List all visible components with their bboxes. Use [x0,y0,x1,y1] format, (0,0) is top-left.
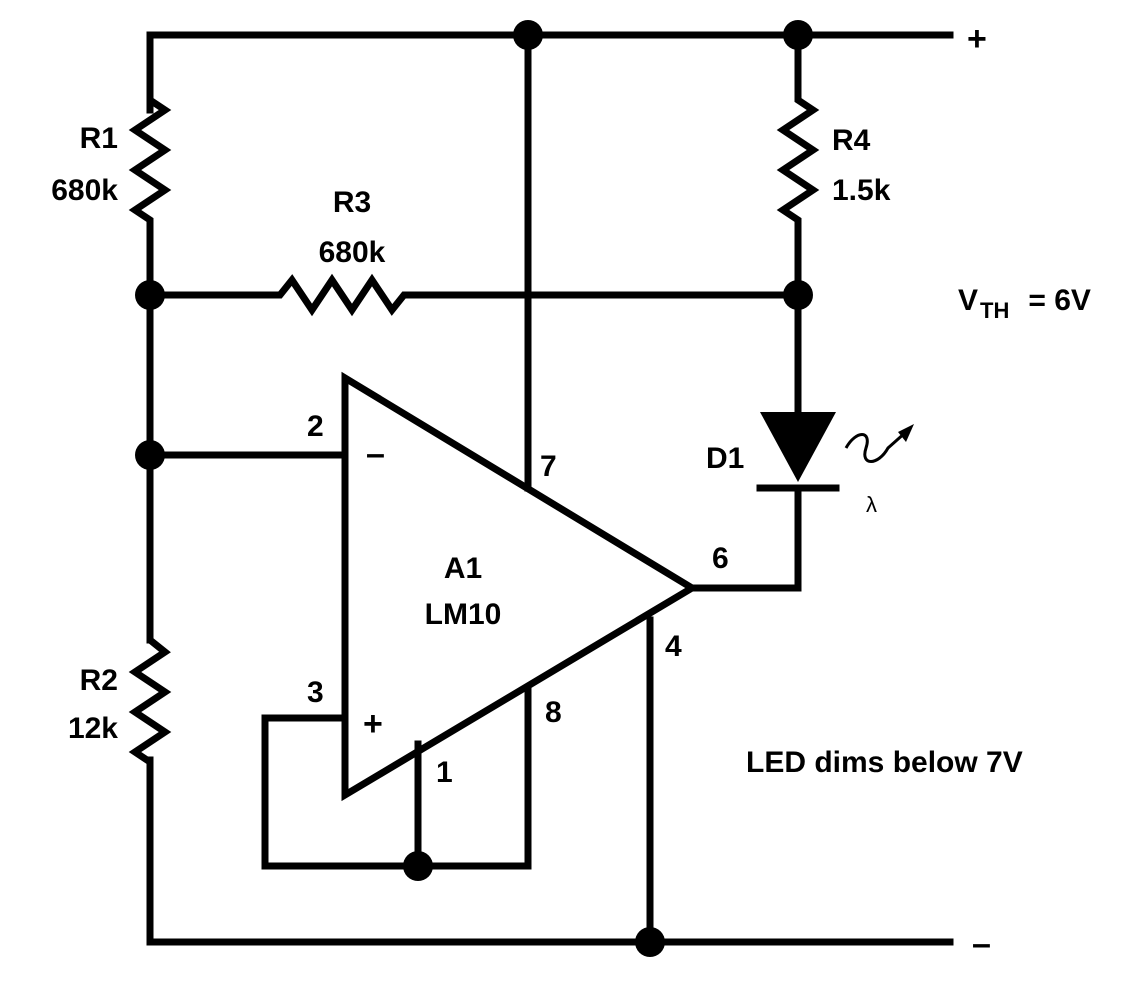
r1-name-label: R1 [80,122,118,155]
r2-value-label: 12k [68,712,118,745]
pin-4-label: 4 [665,630,682,663]
r3-name-label: R3 [333,186,371,219]
negative-rail-label: – [972,925,991,963]
resistor-r2 [128,632,172,765]
a1-part-label: LM10 [425,598,502,631]
threshold-v-label: V [958,284,978,317]
positive-rail [146,31,954,114]
noninverting-input-label: + [363,705,383,743]
resistor-r3 [268,273,412,317]
junction-pin1-loop [403,851,433,881]
r2-name-label: R2 [80,664,118,697]
wire-pin3-loop [261,684,532,870]
pin-1-label: 1 [436,756,453,789]
junction-top-mid [513,20,543,50]
junction-bottom [635,927,665,957]
positive-rail-label: + [967,20,987,58]
threshold-note: V TH = 6V [958,284,1091,323]
r1-value-label: 680k [51,174,118,207]
d1-lambda-label: λ [866,492,877,517]
pin-6-label: 6 [712,542,729,575]
led-d1 [688,412,840,592]
resistor-r4 [776,95,820,228]
threshold-sub-label: TH [980,298,1009,323]
junction-pin2 [135,440,165,470]
junction-top-right [783,20,813,50]
inverting-input-label: – [366,435,385,473]
dim-note-label: LED dims below 7V [746,746,1023,779]
junction-r3-left [135,280,165,310]
pin-8-label: 8 [545,696,562,729]
threshold-value-label: = 6V [1020,284,1091,317]
pin-7-label: 7 [540,450,557,483]
junction-r3-right [783,280,813,310]
light-emission-icon [844,424,914,463]
resistor-r1 [128,80,172,228]
r3-value-label: 680k [319,236,386,269]
pin-2-label: 2 [307,410,324,443]
a1-name-label: A1 [444,552,482,585]
pin-3-label: 3 [307,676,324,709]
opamp-a1 [341,371,699,802]
d1-name-label: D1 [706,442,744,475]
negative-rail [146,756,954,946]
r4-name-label: R4 [832,124,871,157]
r4-value-label: 1.5k [832,174,891,207]
